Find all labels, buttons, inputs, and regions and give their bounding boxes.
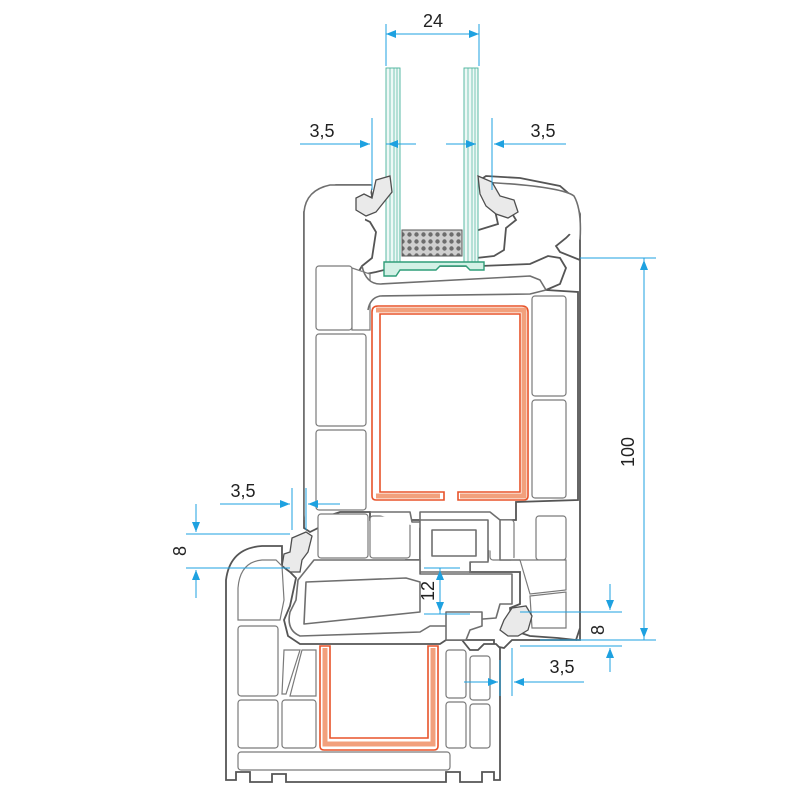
- sash-chamber: [315, 429, 367, 511]
- sash-steel-reinforcement: [371, 305, 529, 501]
- glazing-gasket-left: [355, 175, 393, 217]
- sash-chamber: [531, 295, 567, 397]
- sash-chamber: [315, 265, 353, 331]
- glazing-bridge: [383, 261, 485, 277]
- frame-profile: [225, 545, 513, 783]
- dimension-lines: [186, 24, 656, 696]
- dim-frame-overlap: 8: [588, 625, 608, 635]
- dimension-labels: 24 3,5 3,5 3,5 8 12 100 8 3,5: [170, 11, 638, 677]
- sash-chamber: [315, 333, 367, 427]
- frame-chamber: [445, 701, 467, 749]
- frame-chamber: [237, 751, 451, 771]
- dim-rebate-height: 12: [418, 581, 438, 601]
- sash-glazing-rebate: [361, 265, 547, 311]
- sash-chamber: [529, 591, 567, 629]
- sash-weather-seal: [281, 531, 313, 573]
- glazing-gasket-right: [477, 174, 519, 219]
- sash-rebate-block: [419, 519, 489, 573]
- frame-chamber: [445, 649, 467, 699]
- dim-glass-gap-right: 3,5: [530, 121, 555, 141]
- frame-rail-inner: [303, 577, 421, 625]
- glass-spacer: [401, 229, 463, 257]
- insulated-glass-unit: [383, 67, 485, 277]
- dim-frame-gap: 3,5: [549, 657, 574, 677]
- dim-sash-height: 100: [618, 437, 638, 467]
- sash-chamber: [535, 515, 567, 561]
- frame-steel-reinforcement: [319, 645, 439, 751]
- dim-glass-thickness: 24: [423, 11, 443, 31]
- frame-chamber: [237, 625, 279, 697]
- glass-pane-right: [463, 67, 479, 265]
- glass-pane-left: [385, 67, 401, 265]
- sash-chamber: [531, 399, 567, 499]
- dim-sash-overlap: 8: [170, 546, 190, 556]
- sash-chamber: [519, 559, 567, 595]
- frame-weather-seal: [499, 605, 533, 637]
- frame-chamber: [237, 699, 279, 749]
- frame-chamber: [469, 703, 491, 749]
- dim-sash-gap: 3,5: [230, 481, 255, 501]
- frame-chamber: [281, 649, 301, 695]
- frame-chamber: [237, 559, 285, 621]
- frame-chamber: [469, 655, 491, 701]
- sash-chamber: [317, 513, 369, 559]
- dim-glass-gap-left: 3,5: [309, 121, 334, 141]
- frame-chamber: [281, 699, 317, 749]
- sash-profile: [303, 175, 582, 649]
- sealing-gaskets: [281, 174, 533, 637]
- frame-chamber: [289, 649, 317, 697]
- sash-outer-shell: [303, 181, 582, 520]
- frame-center-tongue: [445, 611, 483, 641]
